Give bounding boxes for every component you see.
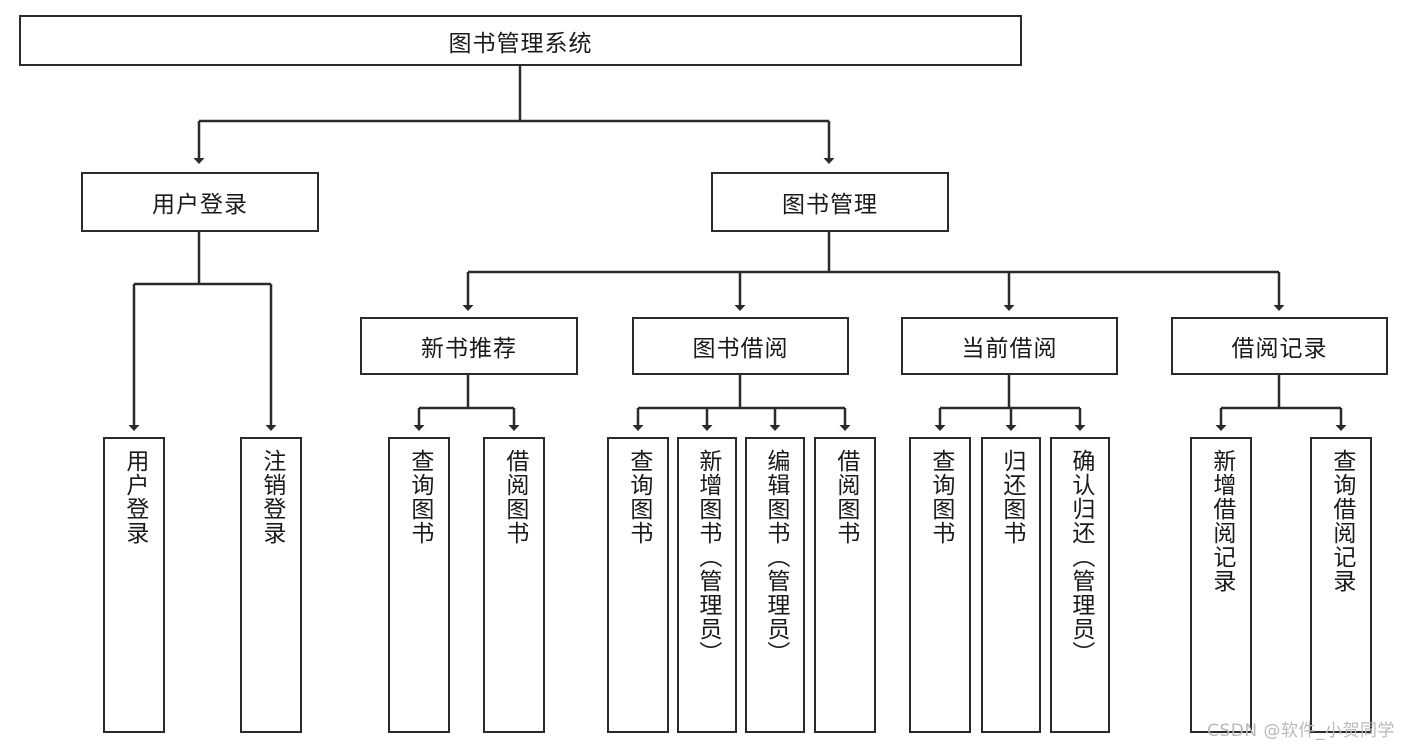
- node-label: 确认归还（管理员）: [1067, 449, 1094, 665]
- node-label: 查询图书: [625, 449, 652, 545]
- node-label: 查询图书: [406, 449, 433, 545]
- node-label: 用户登录: [121, 449, 148, 545]
- node-borrow-record[interactable]: 借阅记录: [1171, 317, 1388, 375]
- node-label: 查询图书: [927, 449, 954, 545]
- node-leaf-user-logout[interactable]: 注销登录: [240, 437, 302, 733]
- node-leaf-user-login[interactable]: 用户登录: [103, 437, 165, 733]
- node-user-login[interactable]: 用户登录: [81, 172, 319, 232]
- node-label: 图书借阅: [692, 336, 789, 362]
- node-leaf-borrow-book-recommend[interactable]: 借阅图书: [483, 437, 545, 733]
- node-leaf-confirm-return[interactable]: 确认归还（管理员）: [1050, 437, 1110, 733]
- node-leaf-query-book-recommend[interactable]: 查询图书: [388, 437, 450, 733]
- node-label: 新书推荐: [421, 336, 517, 362]
- node-book-management-system[interactable]: 图书管理系统: [19, 15, 1022, 66]
- node-new-book-recommend[interactable]: 新书推荐: [360, 317, 578, 375]
- node-label: 用户登录: [152, 192, 248, 218]
- node-leaf-query-borrow-record[interactable]: 查询借阅记录: [1310, 437, 1372, 733]
- node-book-borrow[interactable]: 图书借阅: [632, 317, 849, 375]
- node-leaf-query-book-current[interactable]: 查询图书: [909, 437, 971, 733]
- node-current-borrow[interactable]: 当前借阅: [901, 317, 1118, 375]
- node-label: 借阅记录: [1231, 336, 1328, 362]
- node-label: 借阅图书: [832, 449, 859, 545]
- node-label: 图书管理: [782, 192, 878, 218]
- csdn-watermark: CSDN @软件_小贺同学: [1207, 721, 1395, 741]
- node-label: 新增图书（管理员）: [694, 449, 721, 665]
- node-label: 借阅图书: [501, 449, 528, 545]
- node-label: 注销登录: [258, 449, 285, 545]
- node-label: 图书管理系统: [448, 30, 593, 57]
- node-leaf-add-book[interactable]: 新增图书（管理员）: [677, 437, 737, 733]
- node-label: 新增借阅记录: [1208, 449, 1235, 593]
- node-book-management[interactable]: 图书管理: [711, 172, 949, 232]
- node-leaf-add-borrow-record[interactable]: 新增借阅记录: [1190, 437, 1252, 733]
- node-label: 归还图书: [998, 449, 1025, 545]
- node-leaf-return-book[interactable]: 归还图书: [981, 437, 1041, 733]
- node-label: 当前借阅: [961, 336, 1058, 362]
- node-label: 查询借阅记录: [1328, 449, 1355, 593]
- node-leaf-query-book-borrow[interactable]: 查询图书: [607, 437, 669, 733]
- node-leaf-borrow-book[interactable]: 借阅图书: [814, 437, 876, 733]
- node-leaf-edit-book[interactable]: 编辑图书（管理员）: [745, 437, 805, 733]
- node-label: 编辑图书（管理员）: [762, 449, 789, 665]
